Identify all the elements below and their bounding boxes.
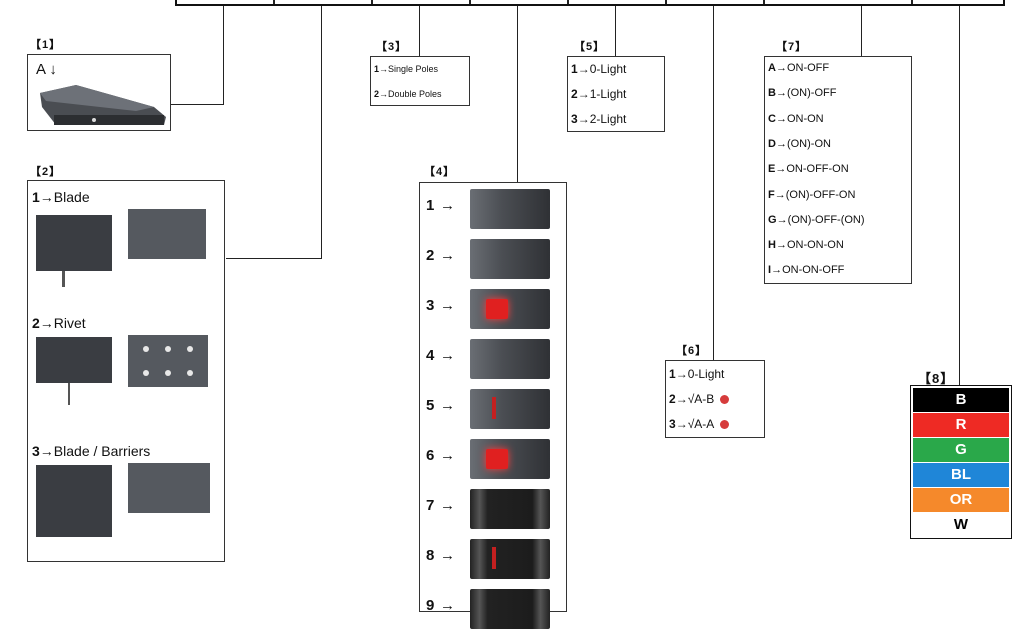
section-5-box: 1→0-Light 2→1-Light 3→2-Light	[567, 56, 665, 132]
connector-3	[419, 6, 420, 56]
lamp-item-3: 3→√A-A	[669, 417, 730, 431]
rocker-switch-image	[470, 389, 550, 429]
light-item-1: 1→0-Light	[571, 62, 627, 76]
rocker-arrow: →	[440, 547, 455, 564]
rocker-switch-image	[470, 589, 550, 629]
lamp-item-1: 1→0-Light	[669, 367, 725, 381]
rivet-pin	[68, 383, 70, 405]
terminal-item-3: 3→Blade / Barriers	[32, 443, 151, 459]
color-swatch: B	[913, 388, 1009, 412]
color-swatch: BL	[913, 463, 1009, 487]
barrier-switch-back-image	[128, 463, 210, 513]
rivet-switch-side-image	[36, 337, 112, 383]
terminal-item-2: 2→Rivet	[32, 315, 86, 331]
connector-7	[861, 6, 862, 56]
rocker-switch-image	[470, 189, 550, 229]
section-7-label: 【7】	[776, 41, 808, 53]
rocker-number: 7	[426, 497, 435, 514]
connector-6	[713, 6, 714, 360]
rocker-number: 4	[426, 347, 435, 364]
rocker-switch-image	[470, 239, 550, 279]
light-item-3: 3→2-Light	[571, 112, 627, 126]
function-item: G→(ON)-OFF-(ON)	[768, 213, 865, 226]
section-1-label: 【1】	[30, 39, 62, 51]
red-lamp-dot-icon	[720, 420, 730, 429]
rocker-switch-image	[470, 289, 550, 329]
function-item: H→ON-ON-ON	[768, 239, 844, 252]
section-3-label: 【3】	[376, 41, 408, 53]
function-item: C→ON-ON	[768, 112, 824, 125]
color-swatch: G	[913, 438, 1009, 462]
section-5-label: 【5】	[574, 41, 606, 53]
rocker-number: 6	[426, 447, 435, 464]
section-3-box: 1→Single Poles 2→Double Poles	[370, 56, 470, 106]
rocker-number: 5	[426, 397, 435, 414]
light-item-2: 2→1-Light	[571, 87, 627, 101]
rocker-number: 1	[426, 197, 435, 214]
red-lamp-glow	[492, 547, 496, 569]
red-lamp-glow	[486, 449, 508, 469]
pole-item-2: 2→Double Poles	[374, 89, 442, 99]
pedal-label: A ↓	[36, 61, 57, 78]
top-code-bar	[175, 0, 1005, 6]
section-7-box: A→ON-OFF B→(ON)-OFF C→ON-ON D→(ON)-ON E→ON-O…	[764, 56, 912, 284]
terminal-item-1: 1→Blade	[32, 189, 90, 205]
section-1-box: A ↓	[27, 54, 171, 131]
red-lamp-glow	[492, 397, 496, 419]
blade-switch-side-image	[36, 215, 112, 271]
function-item: I→ON-ON-OFF	[768, 264, 845, 277]
function-item: F→(ON)-OFF-ON	[768, 188, 856, 201]
function-item: D→(ON)-ON	[768, 137, 831, 150]
rocker-arrow: →	[440, 497, 455, 514]
section-4-box: 1→2→3→4→5→6→7→8→9→	[419, 182, 567, 629]
section-4-label: 【4】	[424, 166, 456, 178]
function-item: B→(ON)-OFF	[768, 87, 837, 100]
connector-8	[959, 6, 960, 386]
rocker-arrow: →	[440, 397, 455, 414]
section-8-label: 【8】	[918, 371, 955, 386]
rocker-arrow: →	[440, 197, 455, 214]
rocker-switch-image	[470, 489, 550, 529]
foot-pedal-image	[40, 85, 166, 125]
rivet-switch-back-image	[128, 335, 208, 387]
color-swatch: W	[913, 513, 1009, 537]
rocker-arrow: →	[440, 347, 455, 364]
rocker-arrow: →	[440, 447, 455, 464]
rocker-switch-image	[470, 339, 550, 379]
pole-item-1: 1→Single Poles	[374, 64, 439, 74]
section-6-label: 【6】	[676, 345, 708, 357]
blade-pin	[62, 271, 65, 287]
blade-switch-back-image	[128, 209, 206, 259]
red-lamp-dot-icon	[720, 395, 730, 404]
rocker-switch-image	[470, 539, 550, 579]
rocker-arrow: →	[440, 297, 455, 314]
rocker-number: 3	[426, 297, 435, 314]
function-item: E→ON-OFF-ON	[768, 163, 849, 176]
section-2-box: 1→Blade 2→Rivet 3→Blade / Barriers	[27, 180, 225, 562]
rocker-switch-image	[470, 439, 550, 479]
lamp-item-2: 2→√A-B	[669, 392, 730, 406]
function-item: A→ON-OFF	[768, 62, 830, 74]
connector-4	[517, 6, 518, 182]
color-swatch: OR	[913, 488, 1009, 512]
section-6-box: 1→0-Light 2→√A-B 3→√A-A	[665, 360, 765, 438]
color-swatch: R	[913, 413, 1009, 437]
rocker-number: 8	[426, 547, 435, 564]
red-lamp-glow	[486, 299, 508, 319]
rocker-arrow: →	[440, 247, 455, 264]
rocker-number: 2	[426, 247, 435, 264]
connector-5	[615, 6, 616, 56]
barrier-switch-side-image	[36, 465, 112, 537]
section-2-label: 【2】	[30, 166, 62, 178]
